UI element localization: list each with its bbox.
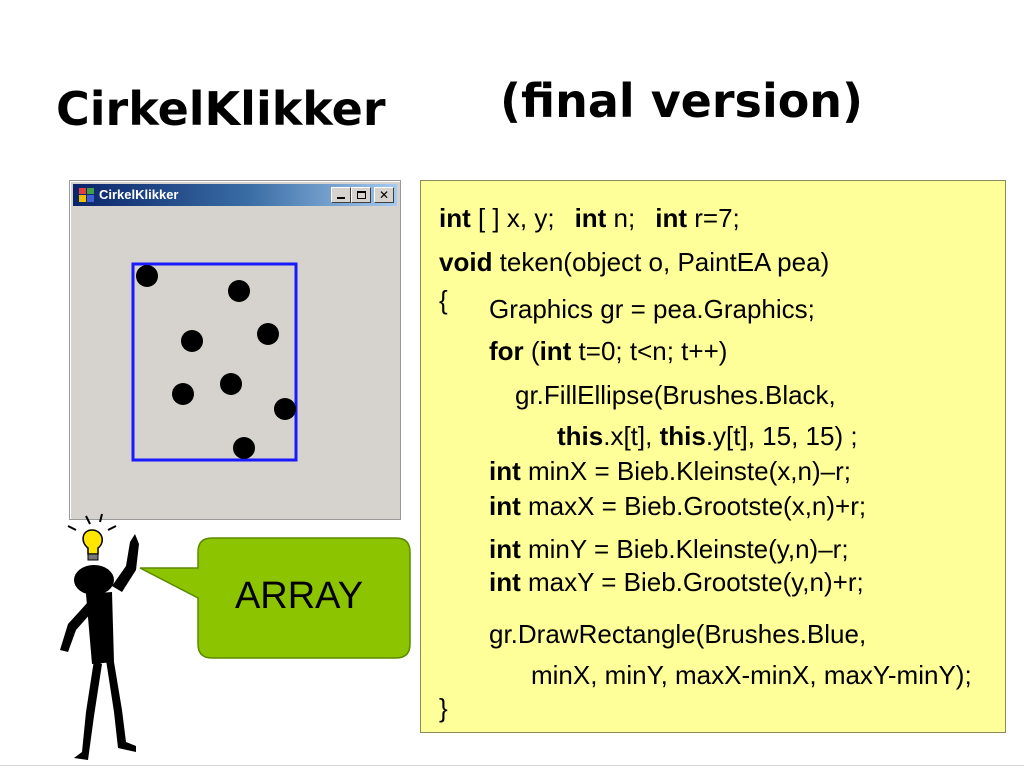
keyword: int — [439, 203, 471, 233]
circle-dot — [257, 323, 279, 345]
keyword: int — [489, 491, 521, 521]
app-icon — [79, 188, 94, 202]
bounding-rectangle — [131, 262, 298, 462]
code-line-10: int minY = Bieb.Kleinste(y,n)–r; — [489, 534, 849, 564]
code-line-4: Graphics gr = pea.Graphics; — [489, 294, 815, 324]
minimize-button[interactable] — [331, 187, 351, 203]
lightbulb-icon — [82, 529, 103, 555]
circle-dot — [233, 437, 255, 459]
close-icon: ✕ — [378, 188, 390, 202]
close-button[interactable]: ✕ — [374, 187, 394, 203]
maximize-button[interactable] — [351, 187, 371, 203]
code-line-13: minX, minY, maxX-minX, maxY-minY); — [531, 660, 972, 690]
circle-dot — [136, 265, 158, 287]
code-line-7: this.x[t], this.y[t], 15, 15) ; — [557, 421, 858, 451]
keyword: int — [489, 567, 521, 597]
code-line-open-brace: { — [439, 285, 448, 315]
window-titlebar[interactable]: CirkelKlikker ✕ — [73, 184, 397, 206]
circle-dot — [274, 398, 296, 420]
keyword: this — [557, 421, 604, 451]
keyword: int — [539, 336, 572, 366]
keyword: int — [489, 456, 521, 486]
footer-divider — [0, 765, 1024, 766]
thinking-figure-icon — [60, 513, 139, 760]
code-line-6: gr.FillEllipse(Brushes.Black, — [515, 380, 836, 410]
code-line-12: gr.DrawRectangle(Brushes.Blue, — [489, 619, 867, 649]
keyword: int — [574, 203, 607, 233]
keyword: int — [655, 203, 688, 233]
circle-dot — [172, 383, 194, 405]
callout-text: ARRAY — [234, 575, 364, 617]
keyword: int — [489, 534, 521, 564]
keyword: this — [659, 421, 706, 451]
slide-title: CirkelKlikker — [56, 82, 386, 136]
code-line-2: void teken(object o, PaintEA pea) — [439, 247, 830, 277]
code-line-close-brace: } — [439, 693, 448, 723]
circle-dot — [228, 280, 250, 302]
code-line-1: int [ ] x, y;int n;int r=7; — [439, 203, 740, 233]
minimize-icon — [337, 197, 345, 199]
cirkelklikker-window: CirkelKlikker ✕ — [69, 180, 401, 520]
window-title: CirkelKlikker — [99, 187, 179, 202]
circle-dot — [220, 373, 242, 395]
keyword: void — [439, 247, 493, 277]
keyword: for — [489, 336, 524, 366]
code-line-9: int maxX = Bieb.Grootste(x,n)+r; — [489, 491, 867, 521]
code-line-11: int maxY = Bieb.Grootste(y,n)+r; — [489, 567, 864, 597]
code-box: int [ ] x, y;int n;int r=7; void teken(o… — [420, 180, 1006, 733]
circle-canvas[interactable] — [70, 181, 400, 519]
circle-dot — [181, 330, 203, 352]
maximize-icon — [356, 191, 366, 199]
code-line-5: for (int t=0; t<n; t++) — [489, 336, 728, 366]
slide-subtitle: (final version) — [500, 74, 864, 128]
code-line-8: int minX = Bieb.Kleinste(x,n)–r; — [489, 456, 851, 486]
